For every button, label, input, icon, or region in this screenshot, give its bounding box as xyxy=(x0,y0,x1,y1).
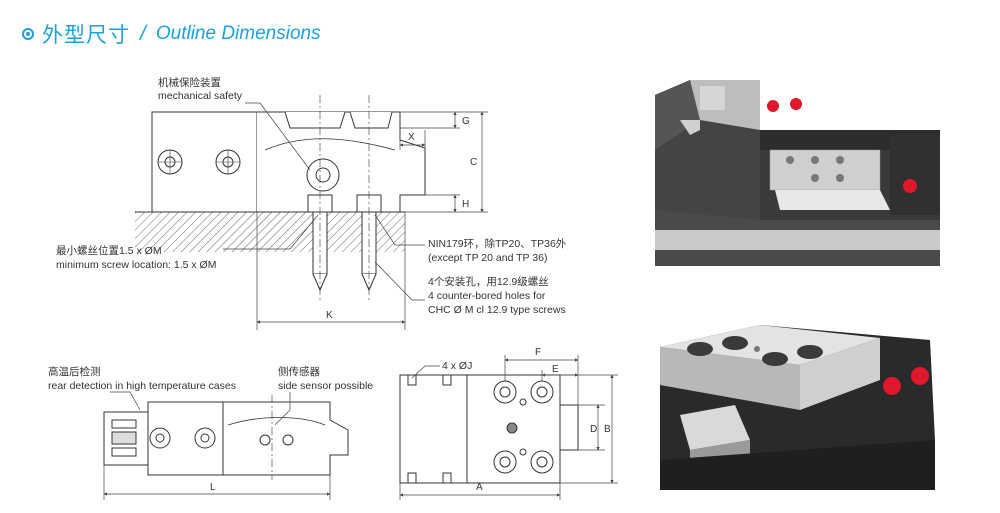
side-view-top xyxy=(135,95,426,300)
safety-red-button xyxy=(767,100,779,112)
rear-detection-cn: 高温后检测 xyxy=(48,365,101,378)
dim-d: D xyxy=(590,424,597,435)
rear-detection-en: rear detection in high temperature cases xyxy=(48,380,236,392)
side-view-dimensions xyxy=(223,102,488,330)
dim-x: X xyxy=(408,132,415,143)
bullet-circle-icon xyxy=(22,28,34,40)
dim-l: L xyxy=(210,482,216,493)
holes-j: 4 x ØJ xyxy=(442,360,472,372)
min-screw-en: minimum screw location: 1.5 x ØM xyxy=(56,259,216,271)
dim-b: B xyxy=(604,424,611,435)
dim-e: E xyxy=(552,364,559,375)
title-cn: 外型尺寸 xyxy=(42,24,130,47)
dim-g: G xyxy=(462,116,470,127)
holes-cn: 4个安装孔，用12.9级螺丝 xyxy=(428,275,549,288)
nin-en: (except TP 20 and TP 36) xyxy=(428,252,547,264)
base-hatch xyxy=(135,212,405,252)
holes-en2: CHC Ø M cl 12.9 type screws xyxy=(428,304,566,316)
dim-k: K xyxy=(326,310,333,321)
title-separator: / xyxy=(140,22,146,45)
safety-red-button xyxy=(911,367,929,385)
section-title: 外型尺寸 / Outline Dimensions xyxy=(22,19,321,49)
safety-pin xyxy=(306,158,340,192)
side-view-bottom xyxy=(103,395,349,480)
mech-safety-en: mechanical safety xyxy=(158,90,243,102)
safety-red-button xyxy=(790,98,802,110)
nin-cn: NIN179环，除TP20、TP36外 xyxy=(428,237,567,250)
dim-f: F xyxy=(535,347,541,358)
side-sensor-cn: 侧传感器 xyxy=(278,365,320,378)
title-en: Outline Dimensions xyxy=(155,23,321,44)
min-screw-cn: 最小螺丝位置1.5 x ØM xyxy=(56,244,162,257)
safety-red-button xyxy=(903,179,917,193)
top-view-dimensions xyxy=(399,355,618,500)
dim-a: A xyxy=(476,482,483,493)
mech-safety-cn: 机械保险装置 xyxy=(158,76,221,89)
product-render-top xyxy=(655,78,940,266)
side-sensor-en: side sensor possible xyxy=(278,380,373,392)
dim-h: H xyxy=(462,199,469,210)
holes-en1: 4 counter-bored holes for xyxy=(428,290,546,302)
top-view-bottom xyxy=(399,374,579,484)
bottom-left-dimensions xyxy=(103,391,331,500)
safety-red-button xyxy=(883,377,901,395)
dim-c: C xyxy=(470,157,477,168)
product-render-bottom xyxy=(660,325,935,490)
